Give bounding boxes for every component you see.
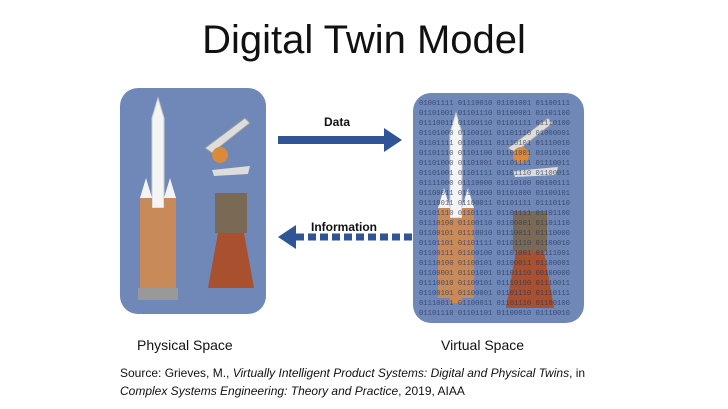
virtual-space-panel: 01001111 01110010 01101001 01100111 01101… — [413, 93, 584, 323]
binary-row: 01110011 01100011 01101111 01110110 — [419, 200, 570, 208]
binary-row: 01110100 01100110 01100001 01101110 — [419, 220, 570, 228]
binary-row: 01001111 01110010 01101001 01100111 — [419, 100, 570, 108]
binary-row: 01101001 01101111 01101110 01100011 — [419, 170, 570, 178]
physical-rocket-illustration — [138, 96, 254, 300]
binary-row: 01101110 01101111 01101111 01101100 — [419, 210, 570, 218]
binary-row: 01111000 01110000 01110100 00100111 — [419, 180, 570, 188]
binary-row: 01101110 01101100 01101001 01010100 — [419, 150, 570, 158]
binary-row: 01101001 01101110 01100001 01101100 — [419, 110, 570, 118]
binary-row: 01100111 01100100 01101001 01111001 — [419, 250, 570, 258]
information-arrow-label: Information — [311, 220, 377, 234]
binary-row: 01110100 01100101 01100011 01100001 — [419, 260, 570, 268]
data-arrow-label: Data — [324, 115, 351, 129]
source-book-title: Complex Systems Engineering: Theory and … — [120, 384, 399, 398]
source-chapter-title: Virtually Intelligent Product Systems: D… — [232, 366, 570, 380]
binary-row: 01101110 01101101 01100010 01110010 — [419, 310, 570, 318]
source-mid: , in — [569, 366, 586, 380]
binary-row: 01110011 01100110 01101111 01110100 — [419, 120, 570, 128]
source-prefix: Source: Grieves, M., — [120, 366, 233, 380]
virtual-rocket-illustration — [438, 111, 558, 308]
physical-space-label: Physical Space — [137, 337, 233, 353]
binary-row: 01100101 01100001 01101110 01110111 — [419, 290, 570, 298]
binary-row: 01110011 01100011 01101110 01100100 — [419, 300, 570, 308]
binary-row: 01101000 01101001 01101111 01110011 — [419, 160, 570, 168]
data-arrow — [278, 128, 402, 152]
source-citation: Source: Grieves, M., Virtually Intellige… — [120, 364, 585, 400]
physical-space-panel — [120, 88, 266, 314]
binary-row: 01100011 01101000 01101000 01100101 — [419, 190, 570, 198]
binary-row: 01100001 01101001 01101110 00100000 — [419, 270, 570, 278]
binary-code-background: 01001111 01110010 01101001 01100111 01101… — [419, 99, 570, 319]
binary-row: 01101111 01100111 01110101 01110010 — [419, 140, 570, 148]
binary-row: 01100101 01110010 01110011 01110000 — [419, 230, 570, 238]
virtual-space-label: Virtual Space — [441, 337, 525, 353]
binary-row: 01101000 01100101 01101110 01000001 — [419, 130, 570, 138]
binary-row: 01101101 01101111 01101110 01100010 — [419, 240, 570, 248]
binary-row: 01110010 01100101 01110100 01110011 — [419, 280, 570, 288]
source-suffix: , 2019, AIAA — [398, 384, 465, 398]
slide-title: Digital Twin Model — [202, 18, 526, 62]
